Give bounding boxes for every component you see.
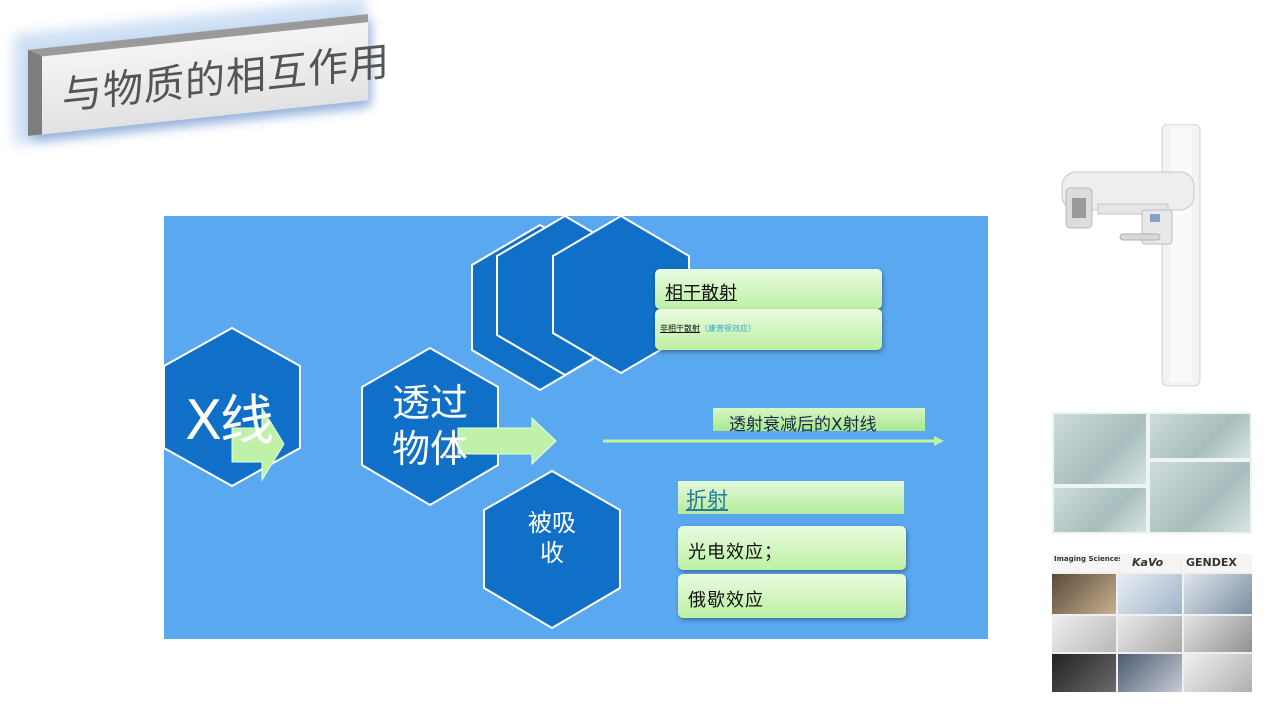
title-banner: 与物质的相互作用 [14,0,390,145]
dental-xray-device-image [1061,124,1201,387]
xray-label: X线 [185,389,274,452]
dental-xray-images [1052,412,1252,534]
refraction-box: 折射 [678,481,904,514]
incoherent-scatter-box: 非相干散射（康普顿效应） [655,309,882,350]
manufacturer-collage: Imaging Sciences International KaVo GEND… [1052,554,1252,692]
auger-box: 俄歇效应 [678,574,906,618]
transmitted-box: 透射衰减后的X射线 [713,408,925,435]
photoelectric-box: 光电效应； [678,526,906,570]
coherent-scatter-label: 相干散射 [665,283,737,304]
incoherent-scatter-label: 非相干散射 [660,324,700,333]
logo-imaging-sciences-text: Imaging Sciences International [1054,555,1177,563]
collage-photo-5 [1118,616,1182,652]
auger-label: 俄歇效应 [688,590,764,611]
logo-gendex-text: GENDEX [1186,556,1237,569]
incoherent-scatter-text: 非相干散射（康普顿效应） [660,323,756,334]
collage-photo-3 [1184,574,1252,614]
collage-photo-8 [1118,654,1182,692]
collage-photo-1 [1052,574,1116,614]
logo-imaging-sciences: Imaging Sciences International [1052,554,1177,572]
through-label: 透过物体 [391,381,468,471]
logo-gendex: GENDEX [1182,554,1252,572]
incoherent-scatter-note: （康普顿效应） [700,324,756,333]
refraction-label: 折射 [686,488,728,512]
xray-image-implant [1054,414,1146,484]
logo-kavo: KaVo [1120,554,1180,572]
logo-kavo-text: KaVo [1132,556,1164,569]
absorb-label: 被吸收 [528,509,576,567]
collage-photo-7 [1052,654,1116,692]
xray-image-molars [1150,462,1250,532]
xray-image-teeth-top [1150,414,1250,458]
collage-photo-4 [1052,616,1116,652]
collage-photo-2 [1118,574,1182,614]
collage-photo-9 [1184,654,1252,692]
coherent-scatter-box: 相干散射 [655,269,882,309]
xray-image-panoramic [1054,488,1146,532]
collage-photo-6 [1184,616,1252,652]
transmitted-label: 透射衰减后的X射线 [729,415,877,435]
photoelectric-label: 光电效应； [688,542,783,563]
